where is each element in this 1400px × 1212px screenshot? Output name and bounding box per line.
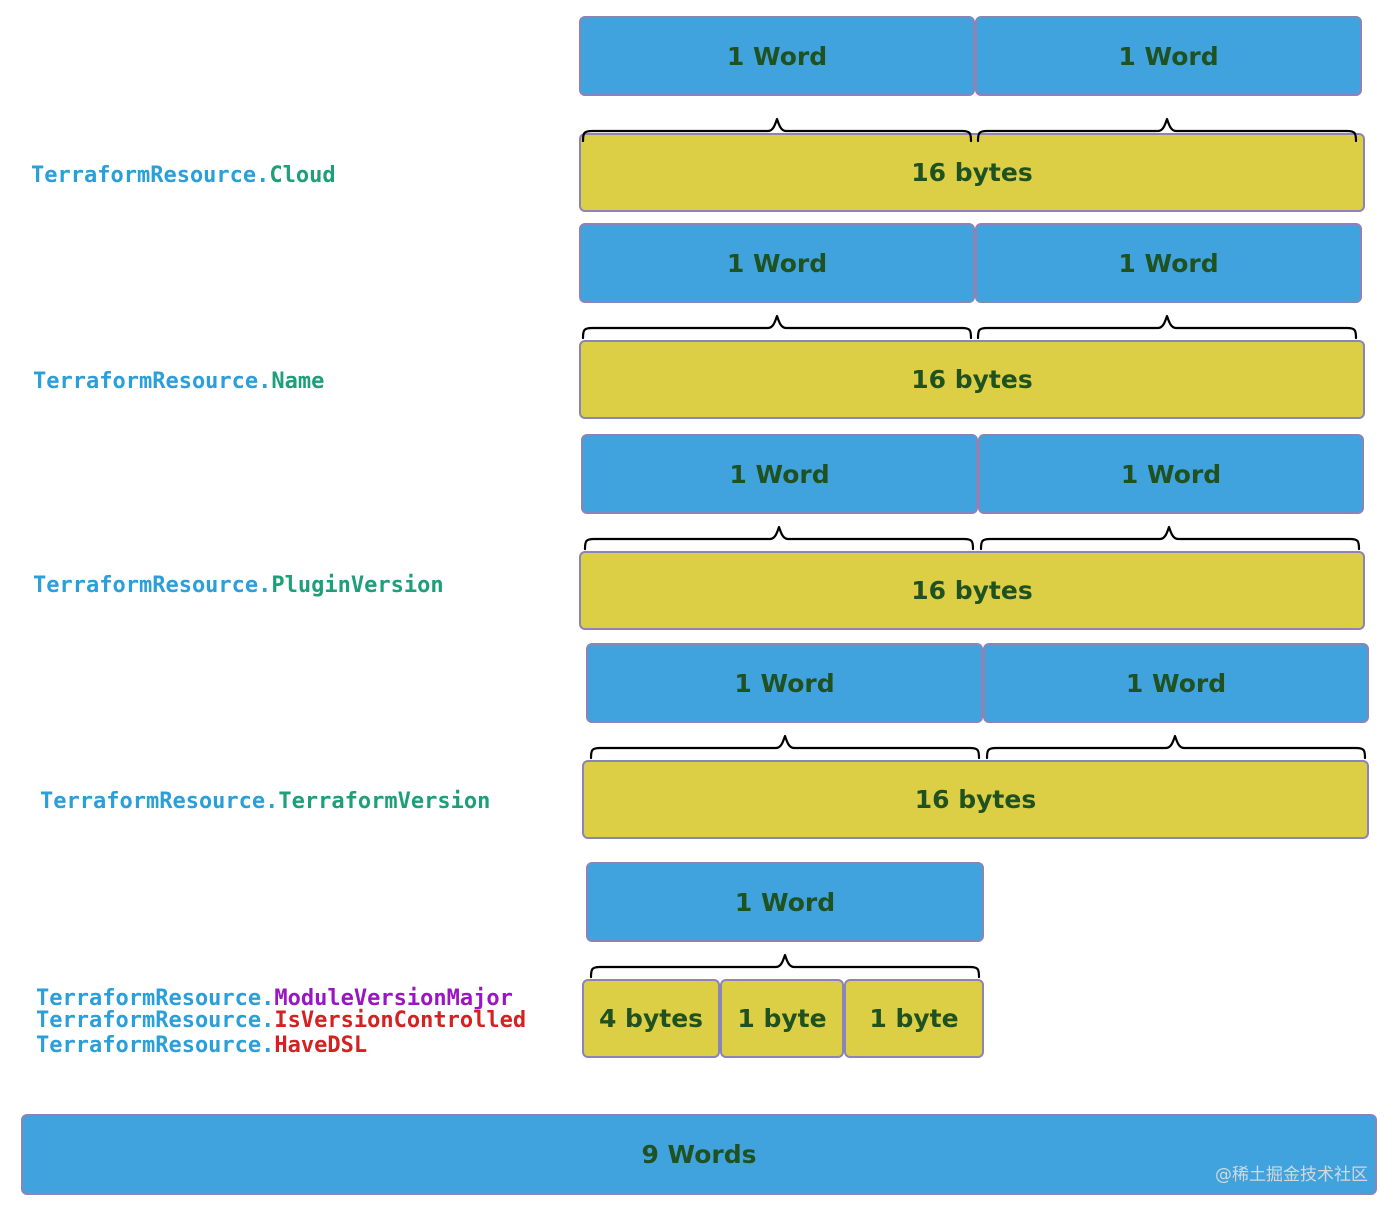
field-prefix: TerraformResource. xyxy=(31,163,270,188)
word-box-tfversion-1: 1 Word xyxy=(586,643,983,723)
bytes-box-have-dsl: 1 byte xyxy=(844,979,984,1058)
field-have-dsl: TerraformResource.HaveDSL xyxy=(36,1034,367,1058)
field-name-cloud: Cloud xyxy=(269,163,336,188)
bytes-box-name: 16 bytes xyxy=(579,340,1365,419)
brace xyxy=(985,734,1367,760)
brace xyxy=(979,525,1361,551)
bytes-label: 16 bytes xyxy=(911,365,1033,394)
word-label: 1 Word xyxy=(734,887,836,917)
watermark: @稀土掘金技术社区 xyxy=(1215,1165,1368,1185)
field-name-terraform-version: TerraformVersion xyxy=(278,789,491,814)
field-prefix: TerraformResource. xyxy=(33,369,272,394)
word-label: 1 Word xyxy=(726,41,828,71)
word-box-last: 1 Word xyxy=(586,862,984,942)
bytes-box-is-version-controlled: 1 byte xyxy=(720,979,844,1058)
total-label: 9 Words xyxy=(641,1140,757,1169)
field-name-plugin-version: PluginVersion xyxy=(271,573,444,598)
field-is-version-controlled: TerraformResource.IsVersionControlled xyxy=(36,1009,526,1033)
word-box-cloud-1: 1 Word xyxy=(579,16,975,96)
field-prefix: TerraformResource. xyxy=(36,1008,275,1033)
field-name-module-version-major: ModuleVersionMajor xyxy=(274,986,513,1011)
bytes-label: 4 bytes xyxy=(598,1004,704,1033)
bytes-label: 16 bytes xyxy=(911,576,1033,605)
word-label: 1 Word xyxy=(729,459,830,489)
bytes-box-tfversion: 16 bytes xyxy=(582,760,1369,839)
word-box-name-2: 1 Word xyxy=(975,223,1362,303)
word-label: 1 Word xyxy=(1120,459,1222,489)
field-plugin-version: TerraformResource.PluginVersion xyxy=(33,574,444,598)
brace xyxy=(589,734,981,760)
field-name-name: Name xyxy=(271,369,325,394)
field-module-version-major: TerraformResource.ModuleVersionMajor xyxy=(36,987,513,1011)
brace xyxy=(581,314,973,340)
bytes-box-plugin: 16 bytes xyxy=(579,551,1365,630)
field-prefix: TerraformResource. xyxy=(40,789,279,814)
bytes-label: 16 bytes xyxy=(911,158,1033,187)
field-name-have-dsl: HaveDSL xyxy=(274,1033,368,1058)
brace xyxy=(976,117,1358,143)
word-label: 1 Word xyxy=(1118,41,1219,71)
bytes-box-module-version-major: 4 bytes xyxy=(582,979,720,1058)
field-name: TerraformResource.Name xyxy=(33,370,324,394)
word-label: 1 Word xyxy=(726,248,828,278)
field-prefix: TerraformResource. xyxy=(33,573,272,598)
word-box-tfversion-2: 1 Word xyxy=(983,643,1369,723)
field-name-is-version-controlled: IsVersionControlled xyxy=(274,1008,527,1033)
field-cloud: TerraformResource.Cloud xyxy=(31,164,336,188)
brace xyxy=(583,525,975,551)
bytes-label: 1 byte xyxy=(737,1004,827,1033)
word-box-plugin-2: 1 Word xyxy=(978,434,1364,514)
word-box-plugin-1: 1 Word xyxy=(581,434,978,514)
bytes-label: 16 bytes xyxy=(914,785,1037,814)
brace xyxy=(589,953,981,979)
word-label: 1 Word xyxy=(1125,668,1227,698)
brace xyxy=(581,117,973,143)
bytes-box-cloud: 16 bytes xyxy=(579,133,1365,212)
field-prefix: TerraformResource. xyxy=(36,986,275,1011)
word-box-cloud-2: 1 Word xyxy=(975,16,1362,96)
total-box: 9 Words xyxy=(21,1114,1377,1195)
word-label: 1 Word xyxy=(734,668,835,698)
field-prefix: TerraformResource. xyxy=(36,1033,275,1058)
word-box-name-1: 1 Word xyxy=(579,223,975,303)
brace xyxy=(976,314,1358,340)
word-label: 1 Word xyxy=(1118,248,1219,278)
field-terraform-version: TerraformResource.TerraformVersion xyxy=(40,790,490,814)
bytes-label: 1 byte xyxy=(869,1004,959,1033)
